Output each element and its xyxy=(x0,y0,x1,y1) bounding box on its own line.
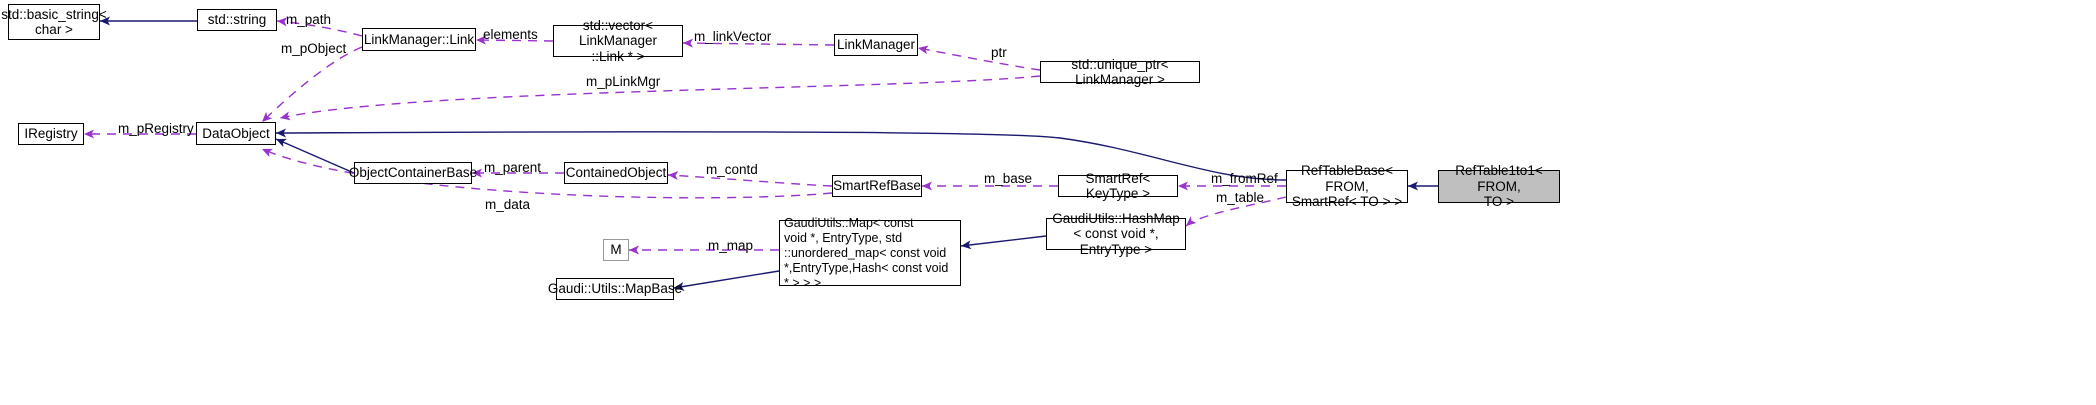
edge-m-data xyxy=(261,148,833,199)
edge-reftablebase-to-dataobject xyxy=(275,128,1287,181)
edge-label-m-path: m_path xyxy=(286,12,332,27)
node-gaudiutils-hashmap[interactable]: GaudiUtils::HashMap < const void *, Entr… xyxy=(1046,211,1186,257)
edge-label-m-linkvector: m_linkVector xyxy=(694,29,772,44)
edge-gaudiutils-map-to-mapbase xyxy=(673,270,780,291)
node-objectcontainerbase[interactable]: ObjectContainerBase xyxy=(349,162,477,184)
node-linkmanager[interactable]: LinkManager xyxy=(834,34,918,56)
node-gaudi-utils-mapbase[interactable]: Gaudi::Utils::MapBase xyxy=(548,278,682,300)
usage-edges xyxy=(84,17,1287,255)
edge-m-contd xyxy=(667,171,833,187)
edge-label-m-parent: m_parent xyxy=(484,160,542,175)
edge-objectcontainerbase-to-dataobject xyxy=(275,138,355,174)
edge-label-m-fromref: m_fromRef xyxy=(1211,171,1278,186)
node-std-string[interactable]: std::string xyxy=(197,9,277,31)
node-smartrefbase[interactable]: SmartRefBase xyxy=(832,175,922,197)
edge-label-m-pobject: m_pObject xyxy=(281,41,347,56)
inheritance-edges xyxy=(100,16,1438,291)
edge-label-m-plinkmgr: m_pLinkMgr xyxy=(586,74,661,89)
node-iregistry[interactable]: IRegistry xyxy=(18,123,84,145)
node-m[interactable]: M xyxy=(603,239,629,261)
edge-m-path xyxy=(276,17,363,37)
edge-label-m-contd: m_contd xyxy=(706,162,758,177)
edge-label-m-pregistry: m_pRegistry xyxy=(118,121,194,136)
node-linkmanager-link[interactable]: LinkManager::Link xyxy=(362,28,476,51)
node-vector-linkmanager-link[interactable]: std::vector< LinkManager ::Link * > xyxy=(553,18,683,64)
node-reftable1to1[interactable]: RefTable1to1< FROM, TO > xyxy=(1438,163,1560,209)
edge-label-m-data: m_data xyxy=(485,197,531,212)
edge-m-table xyxy=(1185,196,1287,227)
node-containedobject[interactable]: ContainedObject xyxy=(564,162,668,184)
edge-elements xyxy=(475,35,554,45)
edge-label-m-table: m_table xyxy=(1216,190,1265,205)
node-gaudiutils-map[interactable]: GaudiUtils::Map< const void *, EntryType… xyxy=(779,216,961,290)
node-basic-string[interactable]: std::basic_string< char > xyxy=(1,4,107,40)
edge-label-m-map: m_map xyxy=(708,238,754,253)
node-dataobject[interactable]: DataObject xyxy=(196,122,276,145)
edge-label-ptr: ptr xyxy=(991,45,1007,60)
edge-hashmap-to-gaudiutils-map xyxy=(960,235,1047,250)
node-unique-ptr-linkmanager[interactable]: std::unique_ptr< LinkManager > xyxy=(1040,57,1200,87)
edge-label-m-base: m_base xyxy=(984,171,1033,186)
edge-m-pobject xyxy=(261,46,363,123)
edge-label-elements: elements xyxy=(483,27,538,42)
node-reftablebase[interactable]: RefTableBase< FROM, SmartRef< TO > > xyxy=(1286,163,1408,209)
node-smartref-keytype[interactable]: SmartRef< KeyType > xyxy=(1058,171,1178,201)
edge-ptr xyxy=(917,45,1041,71)
